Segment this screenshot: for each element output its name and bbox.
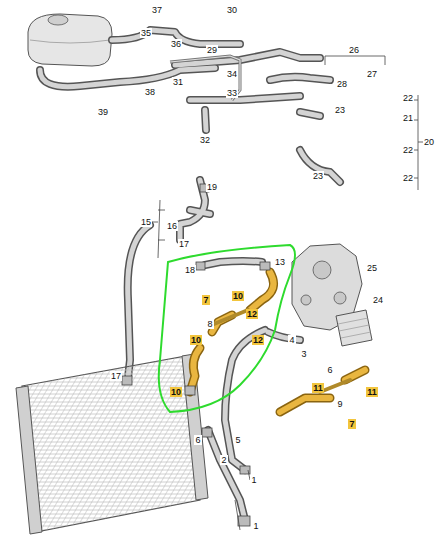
- callout-number: 17: [110, 371, 122, 381]
- callout-number: 4: [288, 335, 295, 345]
- callout-number: 23: [334, 105, 346, 115]
- callout-number: 6: [326, 365, 333, 375]
- callout-number: 15: [140, 217, 152, 227]
- callout-number: 16: [166, 221, 178, 231]
- callout-number: 26: [348, 45, 360, 55]
- callout-number: 12: [246, 309, 258, 319]
- callout-number: 28: [336, 79, 348, 89]
- hose-clamps: [122, 184, 270, 526]
- callout-number: 12: [252, 335, 264, 345]
- callout-number: 20: [423, 137, 435, 147]
- callout-number: 22: [402, 145, 414, 155]
- callout-number: 10: [170, 387, 182, 397]
- callout-number: 9: [336, 399, 343, 409]
- callout-number: 22: [402, 93, 414, 103]
- callout-number: 30: [226, 5, 238, 15]
- callout-number: 17: [178, 239, 190, 249]
- callout-number: 31: [172, 77, 184, 87]
- callout-number: 27: [366, 69, 378, 79]
- callout-number: 7: [202, 295, 209, 305]
- callout-number: 11: [366, 387, 378, 397]
- callout-number: 19: [206, 182, 218, 192]
- callout-number: 23: [312, 171, 324, 181]
- callout-number: 7: [348, 419, 355, 429]
- callout-number: 13: [274, 257, 286, 267]
- callout-number: 8: [206, 319, 213, 329]
- expansion-tank: [28, 14, 112, 66]
- callout-number: 1: [252, 521, 259, 531]
- highlighted-hoses: [190, 272, 365, 412]
- callout-number: 11: [312, 383, 324, 393]
- callout-number: 35: [140, 28, 152, 38]
- callout-number: 5: [234, 435, 241, 445]
- callout-number: 3: [300, 349, 307, 359]
- callout-number: 36: [170, 39, 182, 49]
- grouping-brackets: [152, 56, 424, 530]
- callout-number: 6: [194, 435, 201, 445]
- callout-number: 29: [206, 45, 218, 55]
- callout-number: 38: [144, 87, 156, 97]
- callout-number: 34: [226, 69, 238, 79]
- callout-number: 22: [402, 173, 414, 183]
- oil-cooler: [336, 310, 372, 346]
- callout-number: 33: [226, 88, 238, 98]
- callout-number: 21: [402, 113, 414, 123]
- callout-number: 2: [220, 455, 227, 465]
- callout-number: 37: [151, 5, 163, 15]
- callout-number: 25: [366, 263, 378, 273]
- callout-number: 10: [232, 291, 244, 301]
- radiator: [16, 354, 208, 534]
- callout-number: 10: [190, 335, 202, 345]
- callout-number: 1: [250, 475, 257, 485]
- callout-number: 39: [97, 107, 109, 117]
- metal-pipes: [170, 56, 240, 100]
- callout-number: 32: [199, 135, 211, 145]
- highlight-outline: [159, 245, 295, 412]
- callout-number: 24: [372, 295, 384, 305]
- callout-number: 18: [184, 265, 196, 275]
